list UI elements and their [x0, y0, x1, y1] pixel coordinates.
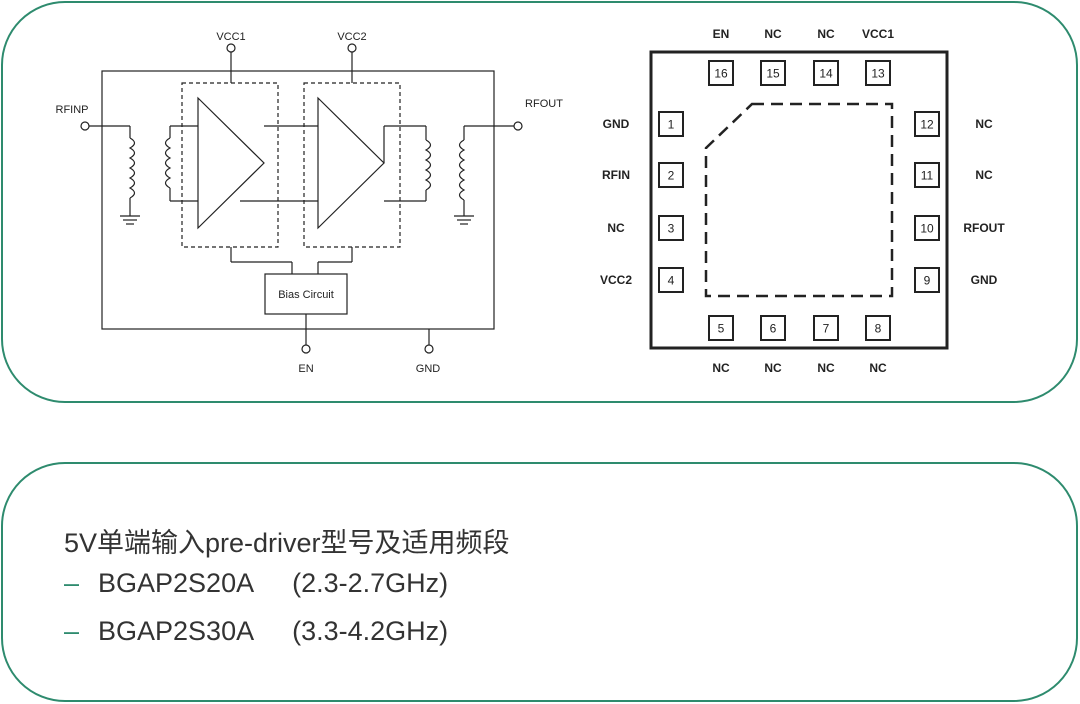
diagram-card — [1, 1, 1078, 403]
pin-8-number: 8 — [875, 322, 882, 336]
pin-7-number: 7 — [823, 322, 830, 336]
pin-14-name: NC — [817, 27, 835, 41]
pin-13-number: 13 — [871, 67, 885, 81]
vcc2-label: VCC2 — [337, 31, 366, 43]
rfinp-terminal — [80, 121, 90, 131]
stage1-box — [181, 82, 279, 248]
pin-3-number: 3 — [668, 222, 675, 236]
pin-10-number: 10 — [920, 222, 934, 236]
pin-1-pad — [658, 111, 684, 137]
pin-15-name: NC — [764, 27, 782, 41]
pin-10-name: RFOUT — [963, 221, 1005, 235]
pin-7-pad — [813, 315, 839, 341]
pin-4-name: VCC2 — [600, 273, 632, 287]
rfout-terminal — [513, 121, 523, 131]
pin-10-pad — [914, 215, 940, 241]
pin-15-number: 15 — [766, 67, 780, 81]
info-title: 5V单端输入pre-driver型号及适用频段 — [64, 528, 510, 558]
pin-2-pad — [658, 162, 684, 188]
pin-5-pad — [708, 315, 734, 341]
pin-6-pad — [760, 315, 786, 341]
vcc1-terminal — [226, 43, 236, 53]
list-dash: – — [64, 568, 80, 598]
list-dash: – — [64, 616, 80, 646]
pin-1-name: GND — [603, 117, 630, 131]
list-item: –BGAP2S30A (3.3-4.2GHz) — [64, 616, 448, 647]
pin-4-pad — [658, 267, 684, 293]
model-name: BGAP2S20A — [98, 568, 255, 598]
package-outline — [649, 50, 949, 350]
list-item: –BGAP2S20A (2.3-2.7GHz) — [64, 568, 448, 599]
info-card — [1, 462, 1078, 702]
pin-7-name: NC — [817, 361, 835, 375]
bias-circuit-label: Bias Circuit — [278, 289, 334, 301]
pin-12-pad — [914, 111, 940, 137]
vcc2-terminal — [347, 43, 357, 53]
pin-12-name: NC — [975, 117, 993, 131]
pin-12-number: 12 — [920, 118, 934, 132]
pin-16-pad — [708, 60, 734, 86]
frequency-range: (3.3-4.2GHz) — [292, 616, 449, 646]
pin-4-number: 4 — [668, 274, 675, 288]
chip-outline — [101, 70, 495, 330]
pin-6-name: NC — [764, 361, 782, 375]
model-name: BGAP2S30A — [98, 616, 255, 646]
rfout-label: RFOUT — [525, 98, 563, 110]
rfinp-label: RFINP — [56, 104, 89, 116]
frequency-range: (2.3-2.7GHz) — [292, 568, 449, 598]
pin-3-name: NC — [607, 221, 625, 235]
pin-9-pad — [914, 267, 940, 293]
exposed-pad — [704, 102, 894, 298]
pin-11-name: NC — [975, 168, 993, 182]
gnd-label: GND — [416, 363, 441, 375]
pin-2-number: 2 — [668, 169, 675, 183]
pin-6-number: 6 — [770, 322, 777, 336]
gnd-terminal — [424, 344, 434, 354]
pin-11-number: 11 — [921, 169, 934, 183]
amplifier-1 — [197, 96, 265, 230]
pin-1-number: 1 — [668, 118, 675, 132]
pin-13-name: VCC1 — [862, 27, 894, 41]
pin-16-number: 16 — [714, 67, 728, 81]
pin-5-name: NC — [712, 361, 730, 375]
vcc1-label: VCC1 — [216, 31, 245, 43]
en-label: EN — [298, 363, 313, 375]
amplifier-2 — [317, 96, 385, 230]
pin-8-pad — [865, 315, 891, 341]
pin-3-pad — [658, 215, 684, 241]
pin-15-pad — [760, 60, 786, 86]
pin-2-name: RFIN — [602, 168, 630, 182]
pin-11-pad — [914, 162, 940, 188]
pin-14-number: 14 — [819, 67, 833, 81]
en-terminal — [301, 344, 311, 354]
block-diagram: VCC1 VCC2 RFINP RFOUT Bias Circuit EN GN… — [56, 27, 1006, 375]
pin-9-name: GND — [971, 273, 998, 287]
pin-5-number: 5 — [718, 322, 725, 336]
pin-8-name: NC — [869, 361, 887, 375]
pin-9-number: 9 — [924, 274, 931, 288]
pin-16-name: EN — [713, 27, 730, 41]
pin-14-pad — [813, 60, 839, 86]
pin-13-pad — [865, 60, 891, 86]
